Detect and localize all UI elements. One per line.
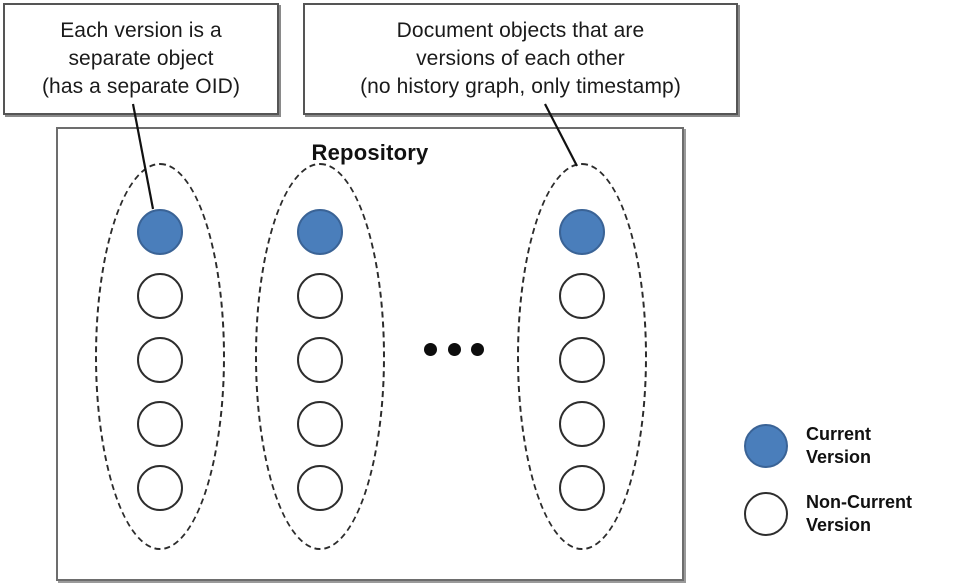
version-group-1 xyxy=(95,163,225,550)
version-node-noncurrent-group3-3 xyxy=(559,401,605,447)
version-node-noncurrent-group3-1 xyxy=(559,273,605,319)
version-node-current-group3 xyxy=(559,209,605,255)
legend-label-current-version: Current Version xyxy=(806,424,872,468)
version-node-current-group1 xyxy=(137,209,183,255)
version-node-noncurrent-group1-2 xyxy=(137,337,183,383)
current-version-swatch-icon xyxy=(744,424,788,469)
version-node-noncurrent-group3-4 xyxy=(559,465,605,511)
version-group-2 xyxy=(255,163,385,550)
version-node-current-group2 xyxy=(297,209,343,255)
legend-label-non-current-version: Non-Current Version xyxy=(806,492,912,536)
ellipsis-dot-1 xyxy=(424,343,437,356)
version-node-noncurrent-group1-1 xyxy=(137,273,183,319)
callout-two-text: Document objects that are versions of ea… xyxy=(360,19,681,98)
callout-each-version-separate-object: Each version is a separate object (has a… xyxy=(3,3,279,115)
legend: Current Version Non-Current Version xyxy=(744,423,954,559)
version-node-noncurrent-group1-4 xyxy=(137,465,183,511)
ellipsis-dot-3 xyxy=(471,343,484,356)
version-node-noncurrent-group2-3 xyxy=(297,401,343,447)
callout-document-objects-versions: Document objects that are versions of ea… xyxy=(303,3,738,115)
legend-item-current-version: Current Version xyxy=(744,423,954,469)
legend-item-non-current-version: Non-Current Version xyxy=(744,491,954,537)
version-node-noncurrent-group3-2 xyxy=(559,337,605,383)
repository-title: Repository xyxy=(311,140,429,165)
version-node-noncurrent-group2-2 xyxy=(297,337,343,383)
version-group-3 xyxy=(517,163,647,550)
version-node-noncurrent-group1-3 xyxy=(137,401,183,447)
version-node-noncurrent-group2-1 xyxy=(297,273,343,319)
non-current-version-swatch-icon xyxy=(744,492,788,537)
ellipsis-indicator xyxy=(424,343,484,356)
ellipsis-dot-2 xyxy=(447,343,461,356)
version-node-noncurrent-group2-4 xyxy=(297,465,343,511)
callout-one-text: Each version is a separate object (has a… xyxy=(41,19,241,98)
